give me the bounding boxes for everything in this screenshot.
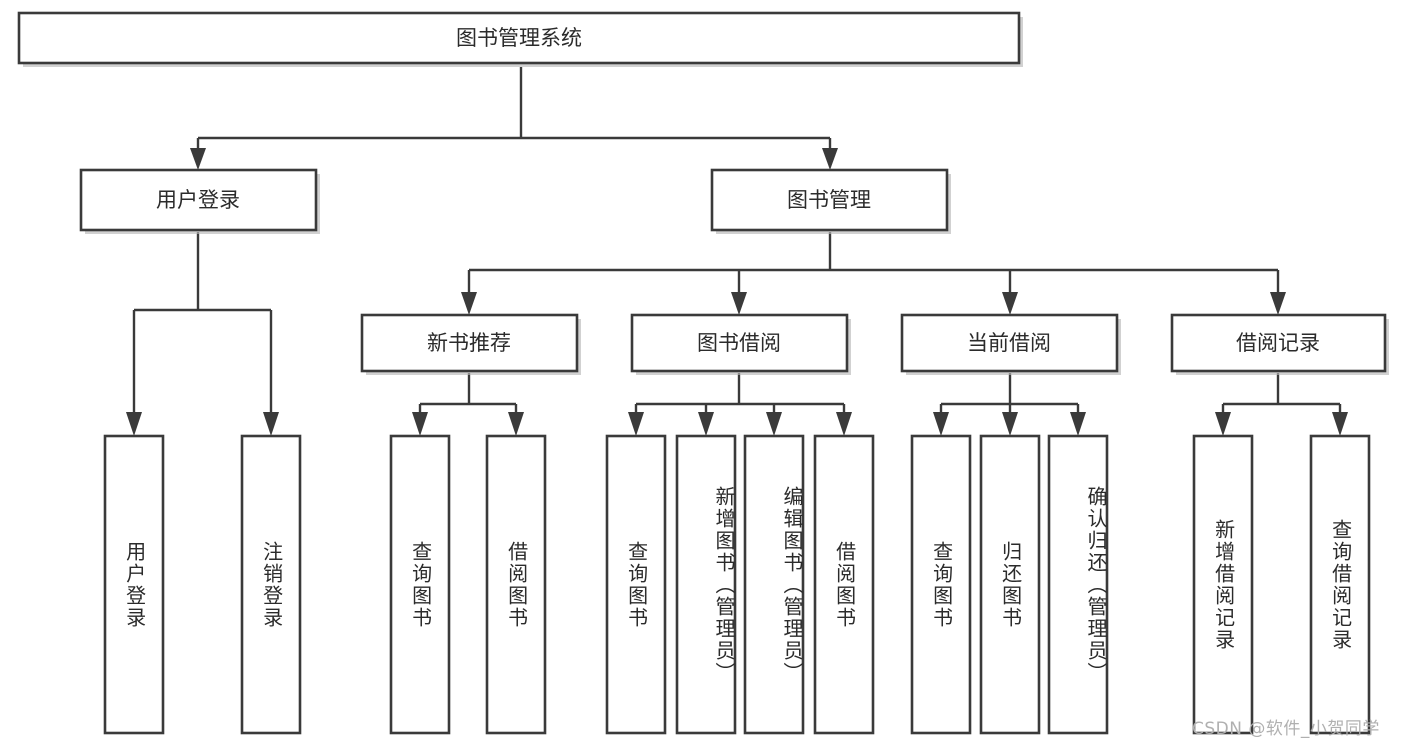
node-new-book-recommend-label: 新书推荐 bbox=[427, 331, 511, 355]
arrowhead-to-bookmgmt bbox=[822, 148, 838, 170]
leaf-box-bookborrow-edit[interactable] bbox=[743, 434, 805, 735]
node-user-login[interactable]: 用户登录 bbox=[79, 168, 320, 234]
leaf-box-newbook-query[interactable] bbox=[389, 434, 451, 735]
leaf-box-record-add[interactable] bbox=[1192, 434, 1254, 735]
node-book-borrow[interactable]: 图书借阅 bbox=[630, 313, 851, 375]
arrowhead-currentborrow-leaf-2 bbox=[1002, 412, 1018, 436]
arrowhead-login-leaf-2 bbox=[263, 412, 279, 436]
arrowhead-to-login bbox=[190, 148, 206, 170]
node-root[interactable]: 图书管理系统 bbox=[17, 11, 1023, 67]
arrowhead-currentborrow-leaf-3 bbox=[1070, 412, 1086, 436]
leaf-box-currentborrow-return[interactable] bbox=[979, 434, 1041, 735]
node-new-book-recommend[interactable]: 新书推荐 bbox=[360, 313, 581, 375]
node-current-borrow-box bbox=[900, 313, 1119, 373]
leaf-box-currentborrow-confirm[interactable] bbox=[1047, 434, 1109, 735]
csdn-watermark: CSDN @软件_小贺同学 bbox=[1192, 719, 1380, 739]
node-current-borrow-label: 当前借阅 bbox=[967, 331, 1051, 355]
leaf-box-currentborrow-query[interactable] bbox=[910, 434, 972, 735]
arrowhead-bookborrow-leaf-2 bbox=[698, 412, 714, 436]
node-borrow-record[interactable]: 借阅记录 bbox=[1170, 313, 1389, 375]
arrowhead-to-borrowrecord bbox=[1270, 292, 1286, 315]
leaf-box-user-login[interactable] bbox=[103, 434, 165, 735]
arrowhead-borrowrecord-leaf-1 bbox=[1215, 412, 1231, 436]
arrowhead-to-bookborrow bbox=[731, 292, 747, 315]
leaf-box-bookborrow-query[interactable] bbox=[605, 434, 667, 735]
node-book-management[interactable]: 图书管理 bbox=[710, 168, 951, 234]
arrowhead-bookborrow-leaf-4 bbox=[836, 412, 852, 436]
arrowhead-borrowrecord-leaf-2 bbox=[1332, 412, 1348, 436]
leaf-box-user-logout[interactable] bbox=[240, 434, 302, 735]
node-user-login-box bbox=[79, 168, 318, 232]
node-borrow-record-box bbox=[1170, 313, 1387, 373]
node-new-book-recommend-box bbox=[360, 313, 579, 373]
leaf-box-bookborrow-add[interactable] bbox=[675, 434, 737, 735]
arrowhead-currentborrow-leaf-1 bbox=[933, 412, 949, 436]
leaf-box-record-query[interactable] bbox=[1309, 434, 1371, 735]
arrowhead-to-currentborrow bbox=[1002, 292, 1018, 315]
leaf-box-newbook-borrow[interactable] bbox=[485, 434, 547, 735]
connector-group bbox=[126, 67, 1348, 436]
node-book-borrow-box bbox=[630, 313, 849, 373]
arrowhead-bookborrow-leaf-1 bbox=[628, 412, 644, 436]
node-borrow-record-label: 借阅记录 bbox=[1236, 331, 1320, 355]
arrowhead-newbook-leaf-1 bbox=[412, 412, 428, 436]
arrowhead-to-newbook bbox=[461, 292, 477, 315]
node-book-borrow-label: 图书借阅 bbox=[697, 331, 781, 355]
arrowhead-bookborrow-leaf-3 bbox=[766, 412, 782, 436]
node-root-label: 图书管理系统 bbox=[456, 26, 582, 50]
node-book-management-label: 图书管理 bbox=[787, 188, 871, 212]
arrowhead-newbook-leaf-2 bbox=[508, 412, 524, 436]
arrowhead-login-leaf-1 bbox=[126, 412, 142, 436]
node-root-box bbox=[17, 11, 1021, 65]
leaf-box-group bbox=[103, 434, 1371, 735]
node-user-login-label: 用户登录 bbox=[156, 188, 240, 212]
leaf-box-bookborrow-lend[interactable] bbox=[813, 434, 875, 735]
node-current-borrow[interactable]: 当前借阅 bbox=[900, 313, 1121, 375]
node-book-management-box bbox=[710, 168, 949, 232]
